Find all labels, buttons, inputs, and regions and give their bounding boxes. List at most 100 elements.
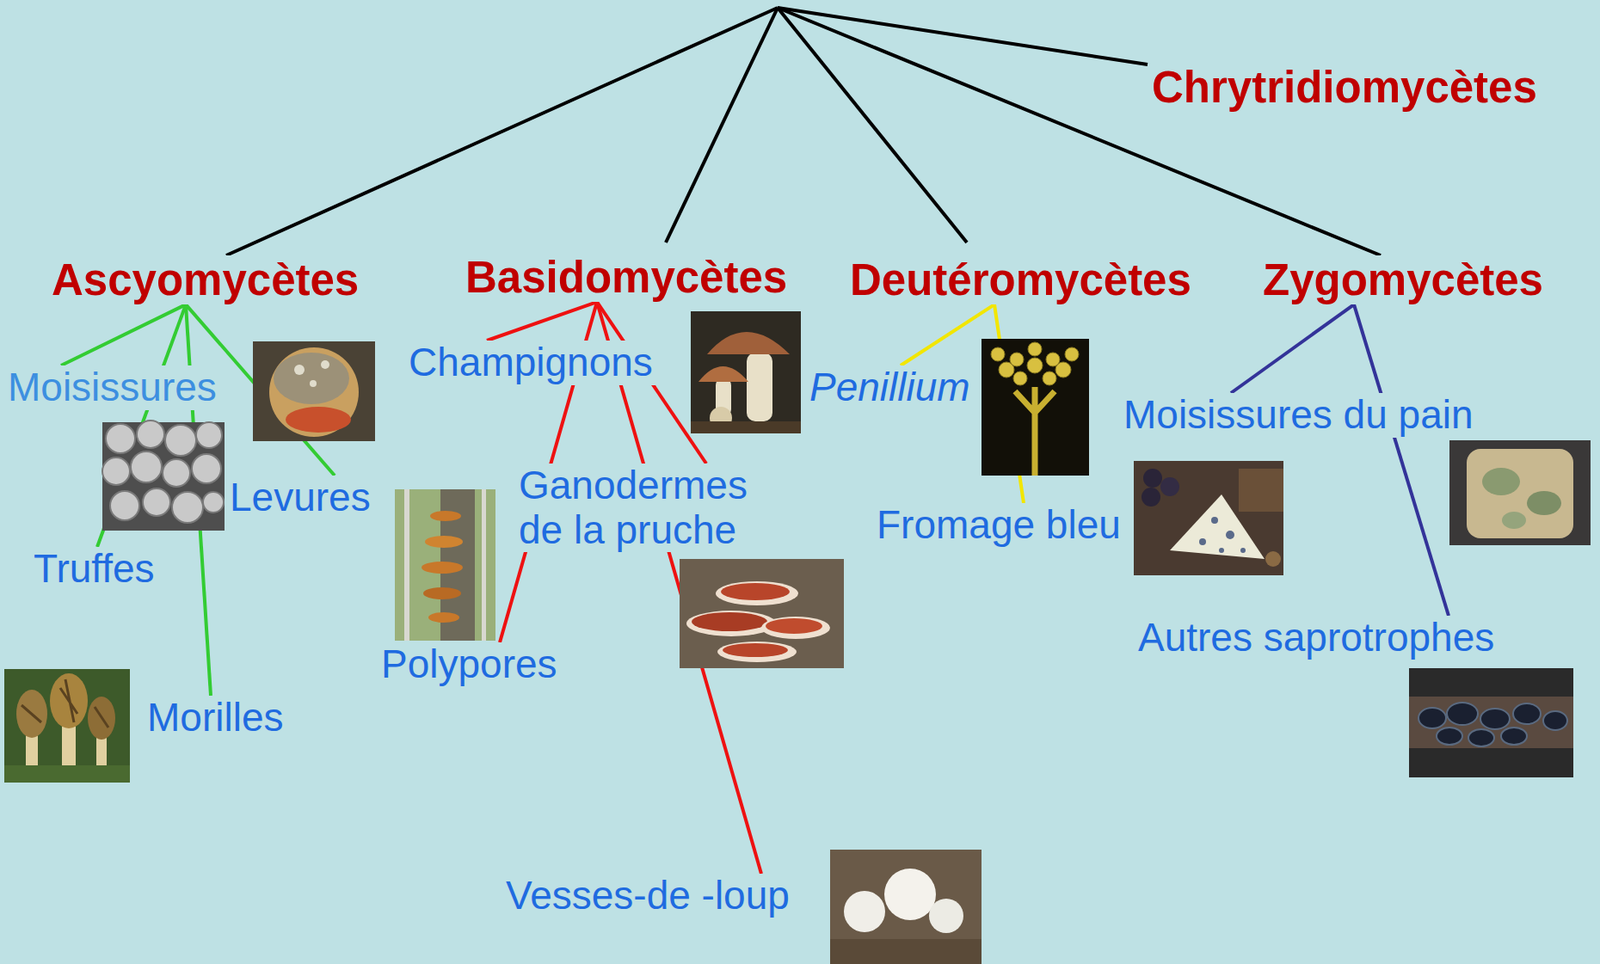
puffball — [843, 891, 886, 933]
label-text: Ganodermes de la pruche — [518, 463, 777, 553]
photo-ground — [4, 669, 130, 783]
group-label: Moisissures — [5, 365, 220, 411]
photo-ground — [679, 559, 844, 669]
wood-mould-photo — [1409, 668, 1574, 778]
blob — [1543, 711, 1568, 731]
birch-trunk — [404, 489, 410, 641]
group-label: Fromage bleu — [873, 503, 1124, 548]
class-label: Basidomycètes — [462, 252, 790, 302]
vein — [1199, 538, 1207, 546]
yeast-cell — [105, 424, 136, 454]
spore — [1055, 362, 1071, 378]
morel-ridges — [21, 679, 109, 728]
polypore-shelf — [421, 561, 463, 574]
grape — [1143, 468, 1163, 488]
blob — [1446, 702, 1478, 726]
photo-ground — [690, 311, 801, 434]
label-text: Polypores — [381, 642, 558, 688]
spore — [1042, 371, 1057, 386]
ganoderma-rim — [761, 616, 831, 640]
bolete-cap — [698, 366, 749, 382]
spore — [1009, 352, 1024, 367]
yeast-cell — [203, 492, 224, 513]
label-text: Levures — [229, 475, 371, 521]
conidiophore — [1015, 387, 1055, 476]
yeast-cell — [102, 457, 130, 486]
group-label: Vesses-de -loup — [503, 873, 793, 919]
bread-mould — [1501, 511, 1527, 530]
label-text: Vesses-de -loup — [505, 873, 790, 919]
bread-mould — [1482, 467, 1520, 496]
spore — [990, 347, 1005, 362]
tree-branch — [1230, 304, 1354, 394]
apple-blush — [285, 406, 351, 433]
bolete-cap — [707, 332, 790, 355]
grape — [1160, 477, 1180, 497]
vein — [1218, 547, 1225, 554]
mould-blobs — [1418, 702, 1568, 747]
class-label: Zygomycètes — [1260, 255, 1546, 305]
root-branch — [226, 7, 778, 256]
yeast-cell — [110, 491, 140, 521]
blob — [1468, 729, 1495, 747]
forest-floor — [830, 939, 982, 964]
label-text: Zygomycètes — [1262, 255, 1544, 305]
label-text: Ascyomycètes — [51, 255, 359, 305]
blue-cheese-photo — [1133, 461, 1284, 576]
ganoderma-photo — [679, 559, 844, 669]
cheese-wedge — [1169, 494, 1265, 560]
polypore-shelf — [430, 510, 462, 522]
vein — [1240, 547, 1246, 554]
ganoderma-cap — [691, 612, 768, 632]
puffball — [929, 898, 964, 934]
tree-branch — [1353, 304, 1449, 616]
apple — [269, 347, 359, 437]
morel-photo — [4, 669, 130, 783]
connector-layer — [61, 301, 1449, 874]
blob — [1480, 708, 1510, 730]
bread-slice — [1466, 449, 1574, 539]
root-branches — [226, 7, 1381, 256]
spore — [1064, 347, 1079, 362]
root-branch — [777, 7, 967, 243]
group-label: Champignons — [406, 340, 656, 386]
photo-ground — [394, 489, 496, 641]
group-label: Truffes — [30, 547, 158, 592]
root-branch — [777, 7, 1381, 256]
tree-branch — [486, 301, 597, 341]
bolete-stem — [746, 352, 773, 422]
ganoderma-cap — [722, 643, 788, 658]
grape — [1141, 487, 1161, 507]
cheese-veins — [1199, 516, 1246, 554]
apple-photo — [252, 341, 376, 442]
photo-ground — [830, 849, 982, 964]
label-text: Moisissures du pain — [1123, 393, 1474, 438]
moss — [4, 765, 130, 783]
label-text: Basidomycètes — [465, 252, 788, 302]
label-text: Deutéromycètes — [849, 255, 1192, 305]
vein — [1225, 530, 1235, 540]
morel-stem — [61, 722, 76, 766]
yeast-cell — [191, 454, 222, 484]
polypore-shelf — [423, 587, 462, 600]
bread-loaf — [1238, 468, 1284, 512]
puffball-photo — [830, 849, 982, 964]
spore — [1027, 342, 1042, 357]
label-text: Champignons — [408, 340, 653, 386]
birch-trunk — [481, 489, 487, 641]
root-branch — [665, 7, 778, 243]
mould-spot — [294, 364, 305, 376]
bread-mould — [1526, 491, 1562, 516]
puffball — [884, 868, 936, 921]
forest-floor — [690, 421, 801, 434]
blob — [1513, 703, 1541, 725]
label-text: Autres saprotrophes — [1138, 615, 1495, 661]
ganoderma-cap — [720, 583, 790, 601]
blob — [1418, 707, 1447, 729]
label-text: Penillium — [809, 365, 971, 411]
photo-ground — [1409, 668, 1574, 778]
walnut — [1265, 551, 1281, 567]
class-label: Ascyomycètes — [49, 255, 362, 305]
blob — [1436, 727, 1463, 745]
yeast-cell — [165, 424, 197, 456]
